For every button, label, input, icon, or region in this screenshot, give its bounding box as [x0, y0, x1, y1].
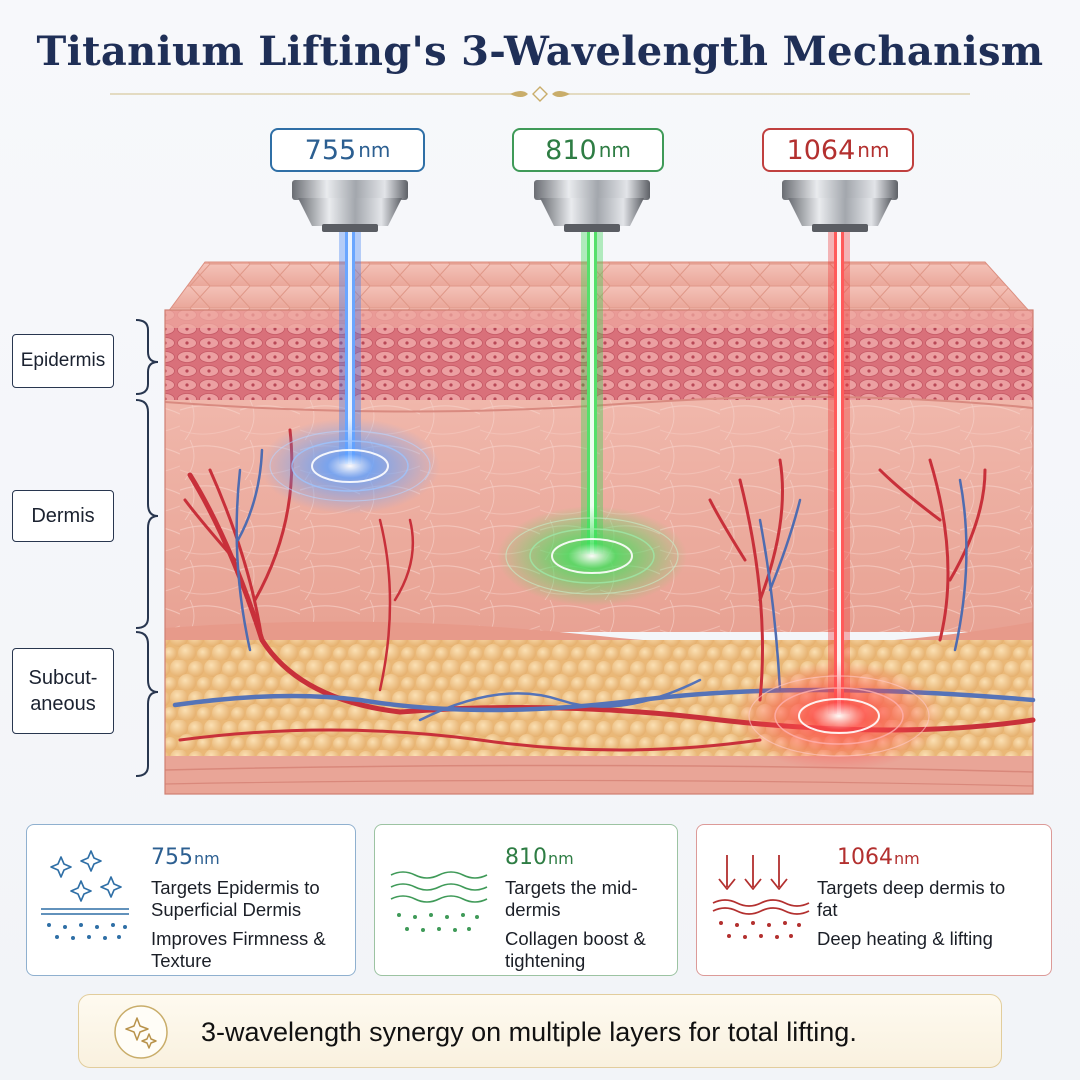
card-wavelength-unit: nm [894, 849, 920, 868]
card-line: Superficial Dermis [151, 899, 302, 920]
card-line: fat [817, 899, 838, 920]
laser-beam-810 [497, 232, 687, 606]
card-line: Collagen boost & [505, 928, 646, 949]
wavelength-unit: nm [857, 138, 890, 162]
page-title: Titanium Lifting's 3-Wavelength Mechanis… [36, 28, 1044, 75]
card-description: Targets Epidermis to Superficial Dermis [151, 877, 320, 921]
wavelength-value: 810 [545, 134, 597, 166]
wavelength-value: 1064 [786, 134, 856, 166]
card-wavelength-value: 755 [151, 845, 193, 870]
layer-label-epidermis: Epidermis [12, 334, 114, 388]
card-line: Texture [151, 950, 212, 971]
card-benefit: Deep heating & lifting [817, 928, 993, 950]
card-wavelength-value: 810 [505, 845, 547, 870]
card-line: Targets Epidermis to [151, 877, 320, 898]
card-line: Improves Firmness & [151, 928, 326, 949]
down-arrows-icon [712, 855, 810, 939]
card-line: Deep heating & lifting [817, 928, 993, 949]
card-description: Targets deep dermis to fat [817, 877, 1005, 921]
wavelength-value: 755 [304, 134, 357, 166]
laser-beam-1064 [734, 232, 944, 771]
title-divider [110, 86, 970, 102]
card-wavelength: 755nm [151, 845, 220, 870]
sparkle-icon [114, 1005, 168, 1059]
info-card-1064: 1064nm Targets deep dermis to fat Deep h… [696, 824, 1052, 976]
card-line: Targets the mid- [505, 877, 638, 898]
card-wavelength: 1064nm [837, 845, 920, 870]
layer-brackets [135, 319, 159, 777]
wavelength-unit: nm [598, 138, 631, 162]
sparkle-icon [41, 850, 129, 940]
card-wavelength-unit: nm [194, 849, 220, 868]
card-description: Targets the mid- dermis [505, 877, 638, 921]
skin-cross-section [135, 180, 1036, 795]
card-benefit: Improves Firmness & Texture [151, 928, 326, 972]
layer-label-line: Subcut- [28, 667, 98, 689]
layer-label-subcutaneous: Subcut- aneous [12, 648, 114, 734]
wavelength-unit: nm [358, 138, 391, 162]
handpiece-755 [292, 180, 408, 232]
card-wavelength: 810nm [505, 845, 574, 870]
card-line: tightening [505, 950, 586, 971]
card-wavelength-unit: nm [548, 849, 574, 868]
info-card-810: 810nm Targets the mid- dermis Collagen b… [374, 824, 678, 976]
laser-beam-755 [260, 232, 440, 514]
layer-label-line: aneous [30, 693, 96, 715]
card-line: Targets deep dermis to [817, 877, 1006, 898]
summary-banner: 3-wavelength synergy on multiple layers … [78, 994, 1002, 1068]
layer-label-dermis: Dermis [12, 490, 114, 542]
handpiece-1064 [782, 180, 898, 232]
card-line: dermis [505, 899, 561, 920]
handpiece-810 [534, 180, 650, 232]
wave-icon [390, 871, 488, 932]
info-card-755: 755nm Targets Epidermis to Superficial D… [26, 824, 356, 976]
card-wavelength-value: 1064 [837, 845, 893, 870]
card-benefit: Collagen boost & tightening [505, 928, 646, 972]
summary-text: 3-wavelength synergy on multiple layers … [201, 1017, 857, 1047]
